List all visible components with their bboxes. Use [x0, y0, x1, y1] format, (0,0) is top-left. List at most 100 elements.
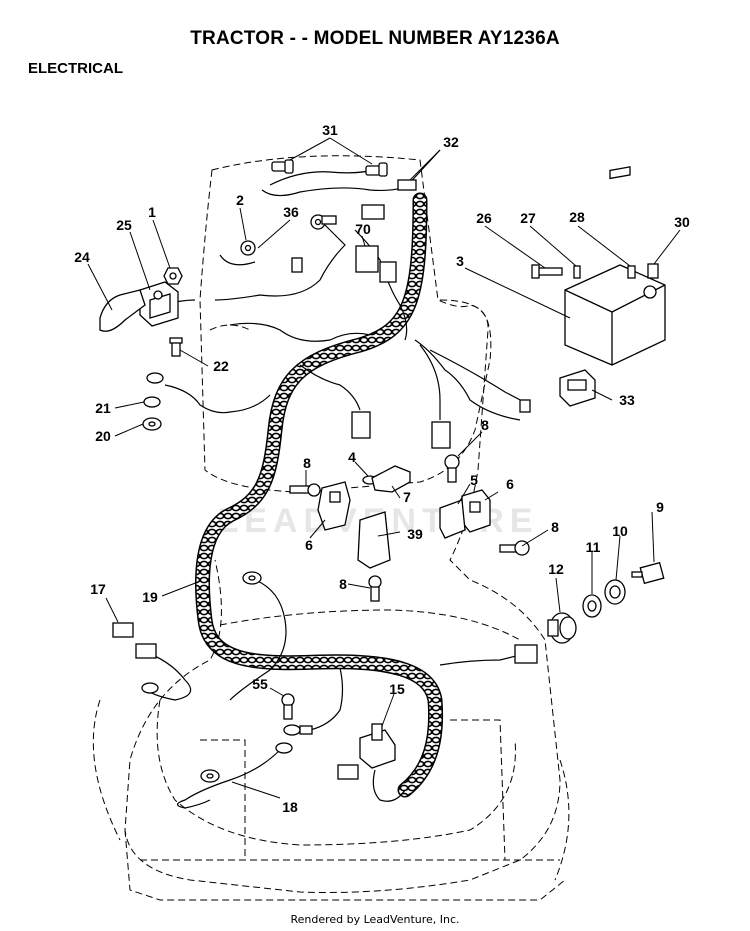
bulb-31-left: [271, 159, 294, 174]
wire-center-plug: [299, 364, 361, 411]
callout-26: 26: [476, 210, 492, 226]
switch-33: [559, 369, 596, 407]
bracket-39: [357, 511, 391, 569]
callout-3: 3: [456, 253, 464, 269]
nut-20: [142, 417, 162, 431]
callout-5: 5: [470, 472, 478, 488]
callout-15: 15: [389, 681, 405, 697]
ring-terminal-18-a: [283, 724, 313, 736]
callout-31: 31: [322, 122, 338, 138]
callout-36: 36: [283, 204, 299, 220]
battery-3: [564, 166, 666, 366]
callout-21: 21: [95, 400, 111, 416]
washer-28: [627, 265, 636, 279]
ring-terminal-19: [242, 571, 262, 585]
wire-12-switch: [439, 654, 521, 666]
callout-9: 9: [656, 499, 664, 515]
callout-6-right: 6: [506, 476, 514, 492]
callout-32: 32: [443, 134, 459, 150]
parts: [99, 159, 666, 783]
wire-55-ground: [309, 667, 344, 731]
wire-18-left: [176, 749, 281, 809]
wire-right-branch: [414, 339, 521, 421]
dash-outline: [219, 609, 521, 641]
floor-outline: [156, 699, 516, 846]
wire-right-end: [429, 349, 531, 406]
footer-credit: Rendered by LeadVenture, Inc.: [290, 913, 460, 926]
bracket-5: [439, 499, 466, 539]
coiled-harness-outline: [195, 192, 444, 798]
solenoid-25: [139, 281, 179, 327]
callout-8-right: 8: [551, 519, 559, 535]
tractor-frame-outline: [92, 155, 570, 901]
connector-32: [397, 179, 417, 191]
callout-12: 12: [548, 561, 564, 577]
callout-7: 7: [403, 489, 411, 505]
callout-8-bottom: 8: [339, 576, 347, 592]
fender-right: [554, 759, 570, 881]
leader-lines: [87, 137, 681, 799]
wiring: [139, 149, 531, 809]
coiled-harness: [196, 194, 442, 796]
wire-right-plug: [419, 344, 441, 420]
pedal-bracket-right: [450, 719, 506, 861]
fuse-17: [112, 622, 134, 638]
wire-left-lower: [229, 322, 371, 342]
relay-6-right: [461, 489, 491, 533]
ignition-connector: [514, 644, 538, 664]
plug-upper-right: [379, 261, 397, 283]
callout-10: 10: [612, 523, 628, 539]
callout-55: 55: [252, 676, 268, 692]
screw-8-right: [499, 540, 530, 556]
wire-upper-center: [354, 229, 408, 341]
plug-center: [351, 411, 371, 439]
key-9: [631, 561, 665, 585]
wire-ring-19: [229, 579, 287, 701]
callout-22: 22: [213, 358, 229, 374]
screw-8-top: [444, 454, 460, 483]
plug-small: [291, 257, 303, 273]
plug-end: [519, 399, 531, 413]
bolt-22: [169, 337, 183, 357]
callout-39: 39: [407, 526, 423, 542]
ignition-switch-12: [547, 612, 577, 644]
ring-terminal-fuse: [141, 682, 159, 694]
wire-15-lead: [372, 769, 406, 802]
hood-detail: [209, 324, 251, 331]
callout-8-left: 8: [303, 455, 311, 471]
callout-27: 27: [520, 210, 536, 226]
callout-11: 11: [586, 539, 601, 555]
callout-30: 30: [674, 214, 690, 230]
callout-25: 25: [116, 217, 132, 233]
plug-right: [431, 421, 451, 449]
wire-ring-2: [219, 254, 256, 266]
screw-8-bottom: [368, 575, 382, 602]
callout-28: 28: [569, 209, 585, 225]
callout-labels: 31 32 1 2 36 25 70 26 27 28 30 24 3 22 3…: [74, 122, 690, 815]
wire-31-harness-b: [261, 184, 411, 197]
body-outline: [124, 299, 561, 893]
pedal-bracket-left: [200, 739, 246, 860]
callout-6-left: 6: [305, 537, 313, 553]
bulb-31-right: [365, 162, 388, 177]
wire-17-fuse: [139, 649, 192, 701]
bolt-26: [531, 264, 563, 279]
screw-8-left: [289, 483, 321, 497]
hood-outline: [199, 155, 492, 493]
wire-ring-21: [164, 384, 271, 414]
ring-terminal-18-b: [275, 742, 293, 754]
callout-1: 1: [148, 204, 156, 220]
callout-4: 4: [348, 449, 356, 465]
lockwasher-21: [143, 396, 161, 408]
callout-24: 24: [74, 249, 90, 265]
ring-terminal-lower: [146, 372, 164, 384]
terminal-boot-24: [99, 289, 146, 332]
screw-55: [281, 693, 295, 720]
callout-2: 2: [236, 192, 244, 208]
nut-1: [163, 267, 183, 285]
callout-18: 18: [282, 799, 298, 815]
fender-left: [92, 699, 121, 841]
ring-terminal-36: [310, 214, 337, 230]
ring-terminal-2: [240, 240, 256, 256]
